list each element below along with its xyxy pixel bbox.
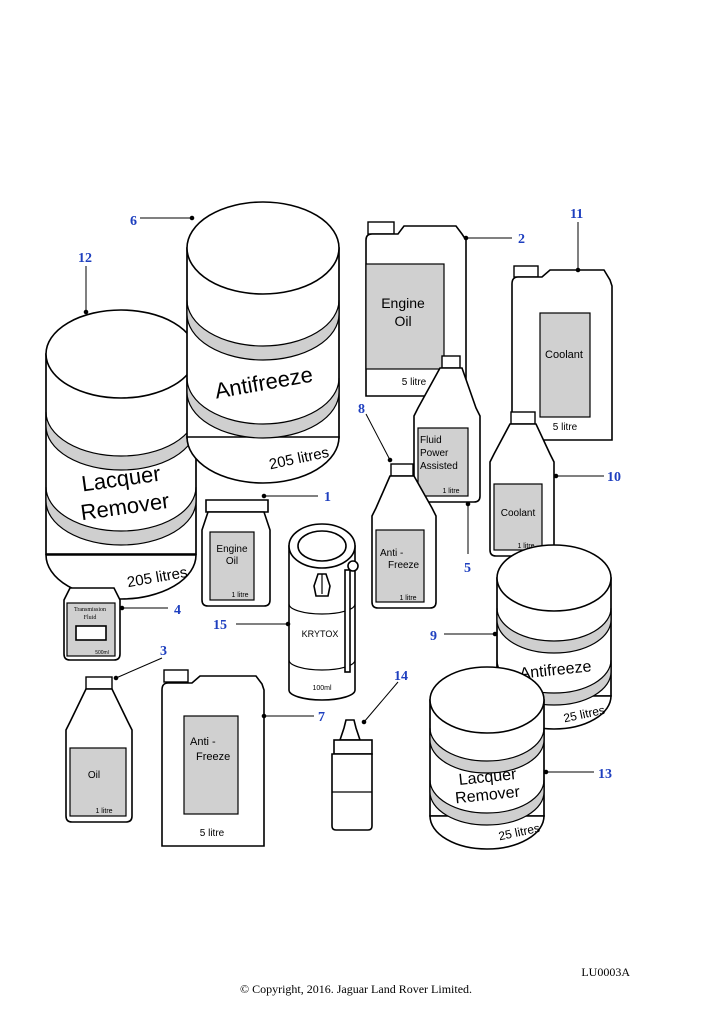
engine-oil-1l-line1: Engine [216,544,248,555]
leader-lines [83,215,604,775]
copyright-notice: © Copyright, 2016. Jaguar Land Rover Lim… [240,982,472,996]
coolant-1l-size: 1 litre [517,543,534,550]
transmission-line1: Transmission [74,607,106,613]
engine-oil-1l-line2: Oil [226,556,238,567]
krytox-aerosol: KRYTOX 100ml [288,523,359,701]
callout-10: 10 [607,470,621,485]
callout-5: 5 [464,561,471,576]
antifreeze-5l-line1: Anti - [190,736,216,748]
fluid-power-line3: Assisted [420,461,458,472]
oil-1l-label: Oil [88,770,100,781]
lacquer-remover-25l-drum: Lacquer Remover 25 litres [429,666,545,850]
antifreeze-1l-line1: Anti - [380,548,403,559]
engine-oil-5l-size: 5 litre [402,377,427,388]
callout-2: 2 [518,232,525,247]
callout-7: 7 [318,710,325,725]
lacquer-remover-205l-drum: Lacquer Remover 205 litres [45,309,197,600]
callout-14: 14 [394,669,408,684]
transmission-size: 500ml [95,650,109,656]
fluid-power-line2: Power [420,448,449,459]
fluid-power-line1: Fluid [420,435,442,446]
coolant-5l-size: 5 litre [553,422,578,433]
callout-13: 13 [598,767,612,782]
lacquer-25-line2: Remover [454,784,521,808]
callout-11: 11 [570,207,583,222]
fluid-power-assisted-bottle: Fluid Power Assisted 1 litre [413,355,481,503]
lacquer-25-line1: Lacquer [458,766,518,789]
antifreeze-205l-drum: Antifreeze 205 litres [186,201,340,484]
callout-15: 15 [213,618,227,633]
callout-1: 1 [324,490,331,505]
engine-oil-1l-size: 1 litre [231,592,248,599]
engine-oil-1l-bottle: Engine Oil 1 litre [201,499,271,607]
antifreeze-1l-line2: Freeze [388,560,420,571]
small-dropper-bottle [331,719,373,831]
oil-1l-bottle: Oil 1 litre [65,676,133,823]
engine-oil-5l-can: Engine Oil 5 litre [365,221,467,397]
callout-12: 12 [78,251,92,266]
antifreeze-1l-bottle: Anti - Freeze 1 litre [371,463,437,609]
coolant-1l-label: Coolant [501,508,536,519]
fluid-power-size: 1 litre [442,488,459,495]
callout-6: 6 [130,214,137,229]
coolant-5l-can: Coolant 5 litre [511,265,613,441]
krytox-size: 100ml [312,685,332,692]
engine-oil-5l-line1: Engine [381,295,425,311]
antifreeze-1l-size: 1 litre [399,595,416,602]
coolant-5l-label: Coolant [545,349,583,361]
krytox-label: KRYTOX [302,629,339,639]
callout-4: 4 [174,603,181,618]
antifreeze-5l-can: Anti - Freeze 5 litre [161,669,265,847]
callout-9: 9 [430,629,437,644]
callout-numbers: 1 2 3 4 5 6 7 8 9 10 11 12 13 14 15 [78,207,621,782]
engine-oil-5l-line2: Oil [394,313,411,329]
transmission-fluid-bottle: Transmission Fluid 500ml [63,587,121,661]
oil-1l-size: 1 litre [95,808,112,815]
antifreeze-5l-size: 5 litre [200,828,225,839]
callout-3: 3 [160,644,167,659]
diagram-id: LU0003A [581,965,630,979]
antifreeze-5l-line2: Freeze [196,751,230,763]
callout-8: 8 [358,402,365,417]
transmission-line2: Fluid [84,615,97,621]
